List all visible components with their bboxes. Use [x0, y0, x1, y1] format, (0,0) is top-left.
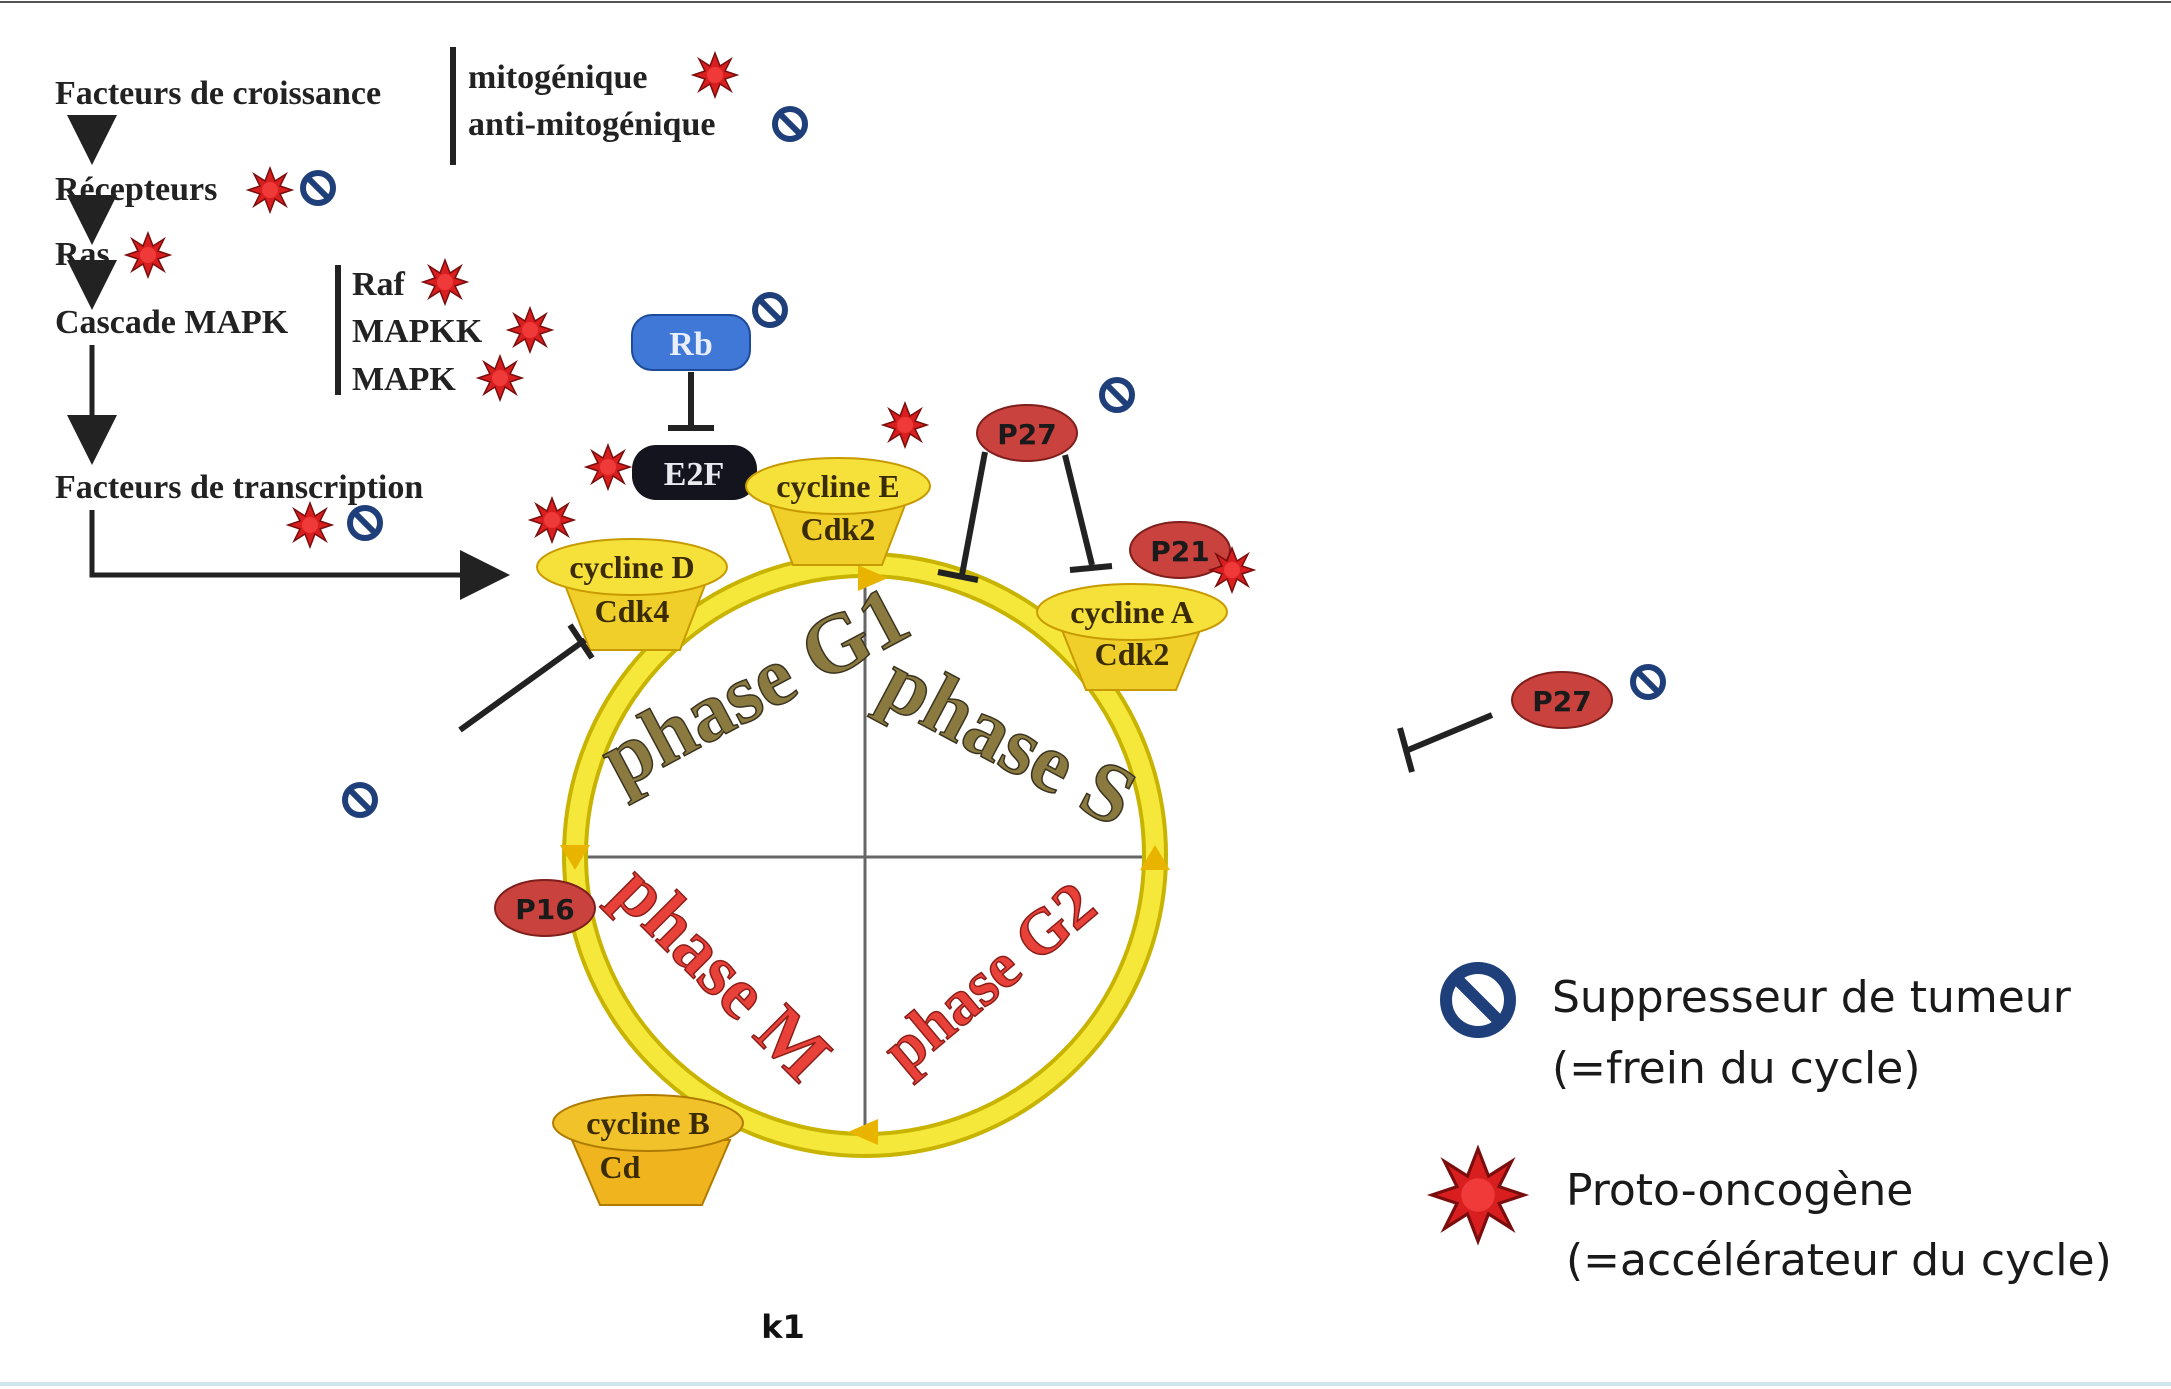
cdk2-e-label: Cdk2 — [801, 511, 876, 547]
cyclin-b-label: cycline B — [586, 1105, 710, 1141]
oncogene-star-icon — [125, 232, 171, 278]
suppressor-no-entry-icon — [1102, 380, 1132, 410]
cd-label: Cd — [600, 1149, 641, 1185]
cyclin-e-complex: cycline E Cdk2 — [745, 402, 931, 566]
legend-oncogene-icon — [1430, 1147, 1526, 1243]
p27-pill — [976, 404, 1078, 462]
legend-suppressor-line2: (=frein du cycle) — [1552, 1043, 1921, 1094]
oncogene-star-icon — [1209, 547, 1255, 593]
cyclin-b-complex: cycline B Cd — [552, 1094, 744, 1206]
growth-factors-label: Facteurs de croissance — [55, 75, 381, 112]
ring-arrow-bottom — [848, 1119, 878, 1145]
oncogene-star-icon — [507, 307, 553, 353]
cyclin-e-ellipse — [745, 457, 931, 515]
cyclin-e-label: cycline E — [776, 468, 900, 504]
rb-e2f-module: Rb E2F — [585, 295, 785, 500]
p27-right-inhibit-bar — [1397, 727, 1415, 773]
oncogene-star-icon — [585, 444, 631, 490]
p21-pill — [1129, 521, 1231, 579]
raf-label: Raf — [352, 266, 406, 303]
suppressor-no-entry-icon — [1633, 667, 1663, 697]
cyclin-d-ellipse — [536, 538, 728, 596]
mapk-label: MAPK — [352, 361, 456, 398]
signaling-pathway: Facteurs de croissance mitogénique anti-… — [55, 47, 805, 600]
p27-right-label: P27 — [1532, 685, 1592, 718]
arrow-tf-to-cyclin-d — [89, 510, 510, 600]
p21-label: P21 — [1150, 535, 1210, 568]
cdk4-label: Cdk4 — [595, 593, 670, 629]
oncogene-star-icon — [287, 502, 333, 548]
cyclin-d-label: cycline D — [569, 549, 694, 585]
p16-inhibits-cyclin-d-line — [458, 637, 587, 733]
p27-inhibits-cyclin-a-bar — [1069, 563, 1113, 573]
legend-suppressor-icon — [1440, 962, 1516, 1038]
oncogene-star-icon — [247, 167, 293, 213]
cyclin-d-complex: cycline D Cdk4 — [529, 497, 728, 651]
oncogene-star-icon — [692, 52, 738, 98]
oncogene-star-icon — [882, 402, 928, 448]
suppressor-no-entry-icon — [775, 109, 805, 139]
ring-arrow-right — [1140, 845, 1170, 870]
mitogenic-label: mitogénique — [468, 59, 647, 96]
mapk-cascade-label: Cascade MAPK — [55, 304, 289, 341]
legend-suppressor-line1: Suppresseur de tumeur — [1552, 972, 2072, 1023]
p21-inhibitor: P21 — [1129, 521, 1255, 593]
anti-mitogenic-label: anti-mitogénique — [468, 106, 715, 143]
ras-label: Ras — [55, 236, 110, 273]
e2f-label: E2F — [664, 456, 724, 493]
cyclin-b-ellipse — [552, 1094, 744, 1152]
transcription-factors-label: Facteurs de transcription — [55, 469, 423, 506]
cyclin-a-complex: cycline A Cdk2 — [1036, 583, 1228, 691]
p27-top-label: P27 — [997, 418, 1057, 451]
p16-inhibitor: P16 — [345, 623, 596, 937]
ring-arrow-top — [858, 565, 888, 591]
p16-inhibits-cyclin-d-bar — [567, 623, 595, 660]
p27-right-inhibitor: P27 — [1397, 667, 1663, 773]
cyclin-a-label: cycline A — [1070, 594, 1194, 630]
cdk2-a-label: Cdk2 — [1095, 636, 1170, 672]
suppressor-no-entry-icon — [350, 508, 380, 538]
suppressor-no-entry-icon — [303, 173, 333, 203]
rb-node — [631, 314, 751, 371]
p27-top-inhibitor: P27 — [937, 380, 1132, 583]
receptors-label: Récepteurs — [55, 171, 217, 208]
legend: Suppresseur de tumeur (=frein du cycle) … — [1430, 962, 2112, 1286]
p27-right-inhibit-line — [1406, 712, 1494, 753]
cell-cycle-ring: phase G1 phase S phase M phase G2 — [560, 552, 1170, 1158]
mapkk-label: MAPKK — [352, 313, 483, 350]
legend-oncogene-line2: (=accélérateur du cycle) — [1566, 1235, 2112, 1286]
p27-right-pill — [1511, 671, 1613, 729]
p16-pill — [494, 879, 596, 937]
e2f-node — [632, 445, 757, 500]
oncogene-star-icon — [477, 355, 523, 401]
oncogene-star-icon — [529, 497, 575, 543]
p27-inhibits-cyclin-a-line — [1062, 454, 1095, 566]
p27-inhibits-cyclin-e-line — [959, 451, 988, 576]
oncogene-star-icon — [422, 259, 468, 305]
ring-arrow-left — [560, 845, 590, 870]
rb-label: Rb — [669, 326, 712, 363]
suppressor-no-entry-icon — [755, 295, 785, 325]
legend-oncogene-line1: Proto-oncogène — [1566, 1165, 1913, 1216]
p27-inhibits-cyclin-e-bar — [937, 569, 979, 583]
p16-label: P16 — [515, 893, 575, 926]
cyclin-a-ellipse — [1036, 583, 1228, 641]
suppressor-no-entry-icon — [345, 785, 375, 815]
caption-label: k1 — [761, 1308, 805, 1346]
